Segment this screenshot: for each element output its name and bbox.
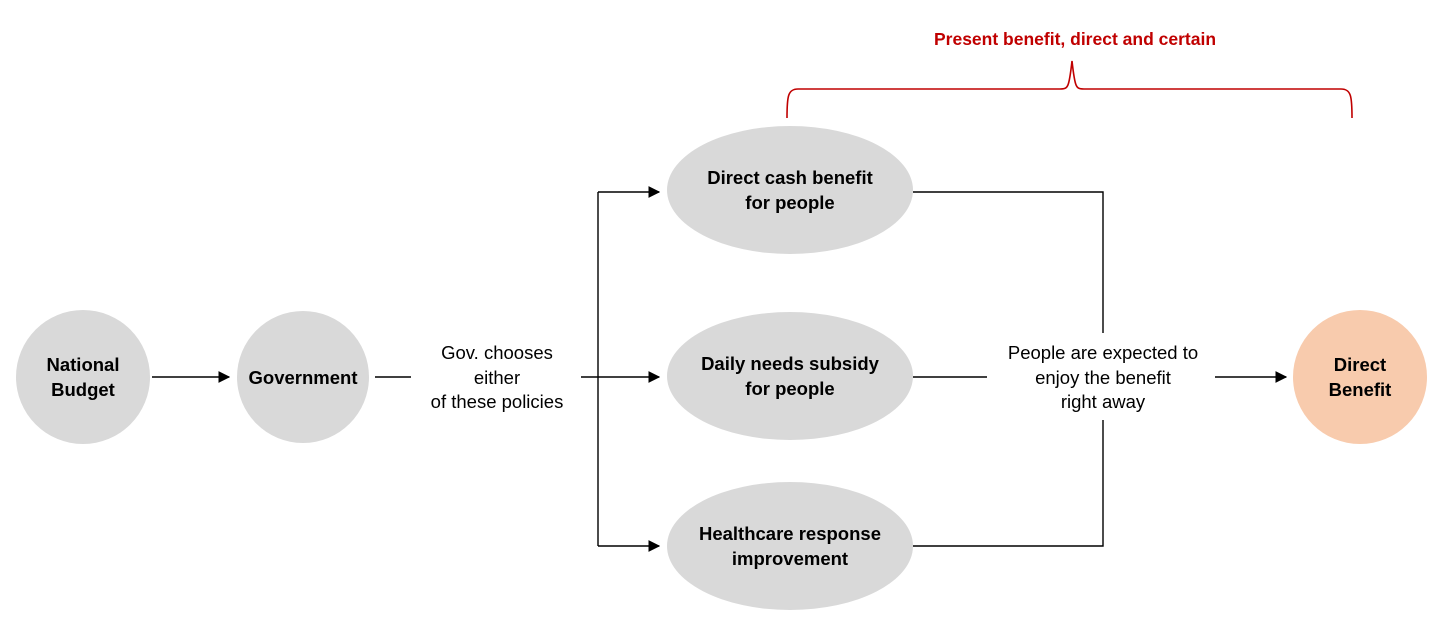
line-healthcare-to-merge bbox=[913, 420, 1104, 547]
node-direct-cash-benefit: Direct cash benefit for people bbox=[667, 126, 913, 254]
edge-label-people-expected: People are expected to enjoy the benefit… bbox=[1007, 342, 1199, 412]
node-healthcare-response: Healthcare response improvement bbox=[667, 482, 913, 610]
node-daily-needs-subsidy: Daily needs subsidy for people bbox=[667, 312, 913, 440]
edge-label-gov-chooses: Gov. chooses either of these policies bbox=[430, 342, 564, 412]
node-government: Government bbox=[237, 311, 369, 443]
annotation-present-benefit: Present benefit, direct and certain bbox=[933, 29, 1217, 49]
node-national-budget: National Budget bbox=[16, 310, 150, 444]
brace-present-benefit bbox=[786, 60, 1353, 119]
node-direct-benefit: Direct Benefit bbox=[1293, 310, 1427, 444]
line-direct-cash-to-merge bbox=[913, 191, 1104, 333]
